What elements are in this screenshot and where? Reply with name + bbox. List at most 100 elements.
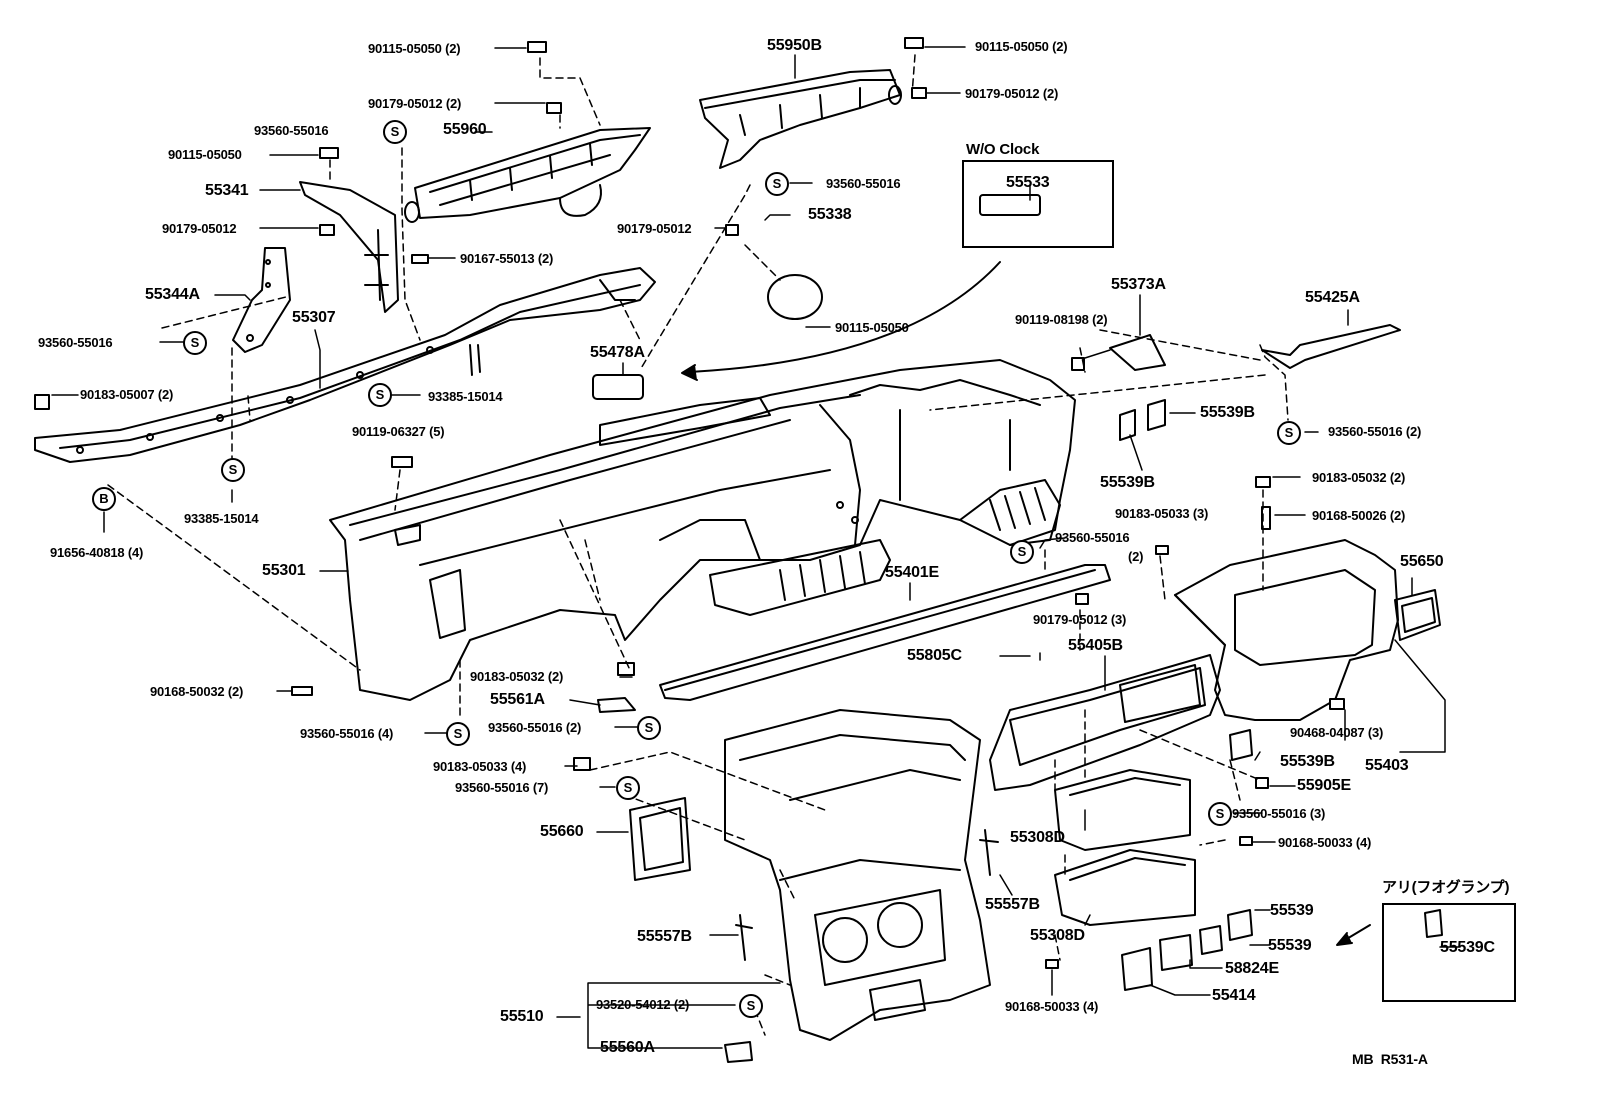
part-55533-label: 55533 bbox=[1006, 174, 1050, 191]
box-pocket-55308d-upper bbox=[1054, 769, 1191, 851]
part-55539c-label: 55539C bbox=[1440, 939, 1495, 956]
part-label: 90179-05012 bbox=[162, 221, 237, 236]
part-label: 93560-55016 bbox=[38, 335, 113, 350]
assembly-lines bbox=[107, 54, 1289, 1036]
part-label: 55539 bbox=[1270, 902, 1314, 919]
part-label: 93560-55016 (3) bbox=[1232, 806, 1326, 821]
lower-console-55510 bbox=[724, 709, 991, 1041]
air-duct-55960 bbox=[404, 127, 651, 223]
part-label: 90115-05050 (2) bbox=[368, 41, 461, 56]
b-symbol: B bbox=[92, 487, 116, 511]
vent-55660 bbox=[629, 797, 691, 881]
part-label: (2) bbox=[1128, 549, 1144, 564]
part-label: 90183-05007 (2) bbox=[80, 387, 174, 402]
part-label: 55539 bbox=[1268, 937, 1312, 954]
part-label: 90119-08198 (2) bbox=[1015, 312, 1108, 327]
fasteners bbox=[34, 37, 1345, 969]
part-label: 55539B bbox=[1200, 404, 1255, 421]
bracket-55344a bbox=[232, 247, 291, 353]
s-symbol: S bbox=[616, 776, 640, 800]
part-label: 93560-55016 bbox=[826, 176, 901, 191]
box-pocket-55308d-lower bbox=[1054, 849, 1196, 926]
part-label: 90179-05012 (2) bbox=[965, 86, 1059, 101]
part-label: 55510 bbox=[500, 1008, 544, 1025]
cluster-finish-55403 bbox=[1174, 539, 1399, 721]
part-label: 55950B bbox=[767, 37, 822, 54]
part-label: 90168-50032 (2) bbox=[150, 684, 244, 699]
part-label: 93520-54012 (2) bbox=[596, 997, 690, 1012]
part-label: 55405B bbox=[1068, 637, 1123, 654]
reinforcement-55307 bbox=[34, 267, 656, 463]
part-label: 93560-55016 (7) bbox=[455, 780, 549, 795]
part-label: 93385-15014 bbox=[428, 389, 503, 404]
air-duct-55950b bbox=[699, 69, 902, 169]
part-label: 55960 bbox=[443, 121, 487, 138]
finish-panel-55401e bbox=[659, 564, 1111, 701]
s-symbol: S bbox=[637, 716, 661, 740]
part-label: 90167-55013 (2) bbox=[460, 251, 554, 266]
part-label: 55557B bbox=[985, 896, 1040, 913]
part-label: 55805C bbox=[907, 647, 962, 664]
part-label: 93560-55016 (2) bbox=[1328, 424, 1422, 439]
part-label: 90168-50033 (4) bbox=[1278, 835, 1372, 850]
part-label: 55403 bbox=[1365, 757, 1409, 774]
part-label: 55414 bbox=[1212, 987, 1256, 1004]
part-label: 90115-05050 bbox=[168, 147, 242, 162]
fog-lamp-variant-box bbox=[1382, 903, 1516, 1002]
s-symbol: S bbox=[368, 383, 392, 407]
wo-clock-title: W/O Clock bbox=[966, 141, 1040, 158]
part-label: 91656-40818 (4) bbox=[50, 545, 144, 560]
part-label: 55307 bbox=[292, 309, 336, 326]
part-label: 55401E bbox=[885, 564, 939, 581]
part-label: 90183-05032 (2) bbox=[470, 669, 564, 684]
part-label: 90115-05050 bbox=[835, 320, 909, 335]
part-label: 90179-05012 (2) bbox=[368, 96, 462, 111]
part-label: 93560-55016 (4) bbox=[300, 726, 394, 741]
fog-lamp-title: アリ(フオグランプ) bbox=[1382, 879, 1510, 896]
part-label: 55561A bbox=[490, 691, 545, 708]
part-label: 90468-04087 (3) bbox=[1290, 725, 1384, 740]
part-label: 90183-05033 (3) bbox=[1115, 506, 1209, 521]
part-label: 90183-05033 (4) bbox=[433, 759, 527, 774]
arrows bbox=[681, 261, 1371, 946]
part-label: 55539B bbox=[1100, 474, 1155, 491]
part-label: 55338 bbox=[808, 206, 852, 223]
part-label: 90168-50026 (2) bbox=[1312, 508, 1406, 523]
part-label: 55308D bbox=[1030, 927, 1085, 944]
s-symbol: S bbox=[1208, 802, 1232, 826]
s-symbol: S bbox=[1277, 421, 1301, 445]
part-label: 55425A bbox=[1305, 289, 1360, 306]
part-label: 55341 bbox=[205, 182, 249, 199]
s-symbol: S bbox=[446, 722, 470, 746]
part-label: 55905E bbox=[1297, 777, 1351, 794]
part-label: 90168-50033 (4) bbox=[1005, 999, 1099, 1014]
s-symbol: S bbox=[383, 120, 407, 144]
leader-lines bbox=[51, 46, 1461, 1049]
part-label: 93385-15014 bbox=[184, 511, 259, 526]
instrument-panel-55301 bbox=[329, 359, 1076, 701]
part-label: 55301 bbox=[262, 562, 306, 579]
part-label: 93560-55016 (2) bbox=[488, 720, 582, 735]
part-label: 58824E bbox=[1225, 960, 1279, 977]
part-label: 90183-05032 (2) bbox=[1312, 470, 1406, 485]
part-label: 55650 bbox=[1400, 553, 1444, 570]
bracket-55341 bbox=[299, 181, 399, 313]
part-label: 55308D bbox=[1010, 829, 1065, 846]
small-parts bbox=[592, 194, 1443, 1063]
part-label: 55557B bbox=[637, 928, 692, 945]
sheet-code: MB R531-A bbox=[1352, 1051, 1428, 1067]
part-label: 90179-05012 bbox=[617, 221, 692, 236]
part-label: 90179-05012 (3) bbox=[1033, 612, 1127, 627]
part-label: 55478A bbox=[590, 344, 645, 361]
part-label: 90115-05050 (2) bbox=[975, 39, 1068, 54]
part-label: 55373A bbox=[1111, 276, 1166, 293]
wo-clock-variant-box bbox=[962, 160, 1114, 248]
part-label: 55560A bbox=[600, 1039, 655, 1056]
part-label: 90119-06327 (5) bbox=[352, 424, 445, 439]
part-label: 93560-55016 bbox=[254, 123, 329, 138]
center-cluster-55405b bbox=[989, 654, 1221, 791]
s-symbol: S bbox=[183, 331, 207, 355]
s-symbol: S bbox=[739, 994, 763, 1018]
